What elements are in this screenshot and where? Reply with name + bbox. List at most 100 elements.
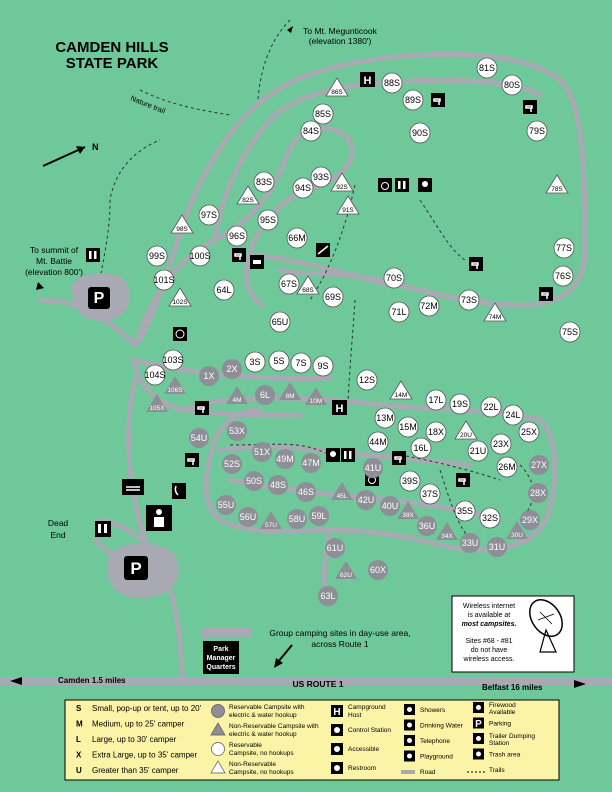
svg-text:Large, up to 30' camper: Large, up to 30' camper [92, 735, 177, 744]
svg-text:Telephone: Telephone [420, 738, 450, 745]
camden-arrow [10, 677, 22, 685]
svg-text:25X: 25X [521, 427, 537, 437]
svg-text:electric & water hookup: electric & water hookup [229, 712, 297, 719]
campsite-58U: 58U [287, 509, 307, 529]
campsite-12S: 12S [356, 369, 378, 391]
svg-text:18X: 18X [428, 427, 444, 437]
campsite-90S: 90S [409, 122, 431, 144]
map-title-line2: STATE PARK [66, 55, 159, 72]
legend-trails-icon: Trails [467, 767, 505, 774]
legend-road-icon: Road [401, 769, 436, 776]
campsite-82S: 82S [236, 185, 260, 205]
legend-showers-icon: Showers [404, 704, 446, 715]
campsite-20U: 20U [454, 420, 478, 440]
campsite-89S: 89S [402, 89, 424, 111]
campsite-78S: 78S [545, 174, 569, 194]
campsite-42U: 42U [356, 490, 376, 510]
campsite-6L: 6L [255, 385, 275, 405]
svg-text:Greater than 35' camper: Greater than 35' camper [92, 766, 179, 775]
svg-text:64L: 64L [216, 285, 231, 295]
svg-text:N: N [92, 142, 99, 152]
svg-text:106S: 106S [167, 387, 183, 394]
svg-text:L: L [76, 735, 81, 744]
svg-text:electric & water hookup: electric & water hookup [229, 731, 297, 738]
campsite-101S: 101S [153, 269, 175, 291]
campsite-21U: 21U [467, 440, 489, 462]
campsite-75S: 75S [559, 321, 581, 343]
legend-drinking-water-icon: Drinking Water [404, 719, 464, 731]
campsite-91S: 91S [336, 195, 360, 215]
campsite-41U: 41U [363, 458, 383, 478]
dead-end-label-2: End [50, 530, 65, 540]
wireless-box: Wireless internet is available at most c… [451, 595, 575, 673]
svg-text:38X: 38X [402, 512, 414, 519]
campsite-48S: 48S [268, 475, 288, 495]
svg-text:13M: 13M [376, 413, 394, 423]
svg-text:29X: 29X [522, 515, 538, 525]
campsite-14M: 14M [389, 380, 413, 400]
svg-text:16L: 16L [413, 443, 428, 453]
playground-icon [316, 243, 330, 257]
legend-trash-icon: Trash area [473, 748, 521, 760]
campsite-64L: 64L [213, 279, 235, 301]
campsite-31U: 31U [487, 537, 507, 557]
legend-control-station-icon: Control Station [331, 724, 391, 736]
svg-text:55U: 55U [218, 500, 235, 510]
megunticook-label: To Mt. Megunticook (elevation 1380') [287, 26, 378, 46]
svg-text:22L: 22L [483, 402, 498, 412]
host-icon: H [332, 400, 347, 415]
campsite-77S: 77S [553, 237, 575, 259]
campsite-103S: 103S [162, 349, 184, 371]
svg-text:40U: 40U [382, 501, 399, 511]
campsite-39S: 39S [399, 470, 421, 492]
svg-text:46S: 46S [298, 487, 314, 497]
svg-text:Trails: Trails [489, 767, 505, 774]
control-station-icon [146, 505, 172, 531]
campsite-80S: 80S [501, 74, 523, 96]
campsite-63L: 63L [318, 586, 338, 606]
svg-text:do not have: do not have [471, 647, 508, 654]
campsite-52S: 52S [222, 454, 242, 474]
svg-text:67S: 67S [281, 279, 297, 289]
svg-text:27X: 27X [531, 460, 547, 470]
svg-text:61U: 61U [327, 543, 344, 553]
campsite-105X: 105X [146, 394, 168, 412]
campsite-86S: 86S [325, 77, 349, 97]
svg-text:12S: 12S [359, 375, 375, 385]
svg-text:103S: 103S [162, 355, 183, 365]
camden-label: Camden 1.5 miles [58, 676, 126, 685]
svg-text:Sites #68 - #81: Sites #68 - #81 [465, 638, 512, 645]
svg-text:Wireless internet: Wireless internet [463, 603, 515, 610]
campsite-71L: 71L [388, 301, 410, 323]
campsite-57U: 57U [260, 511, 282, 529]
campsite-7S: 7S [290, 352, 312, 374]
svg-text:50S: 50S [246, 476, 262, 486]
svg-text:33U: 33U [462, 538, 479, 548]
svg-text:Quarters: Quarters [206, 664, 235, 671]
host-icon: H [360, 72, 375, 87]
campsite-59L: 59L [309, 506, 329, 526]
svg-text:89S: 89S [405, 95, 421, 105]
campsite-93S: 93S [310, 166, 332, 188]
svg-text:75S: 75S [562, 327, 578, 337]
svg-text:32S: 32S [482, 513, 498, 523]
svg-text:Host: Host [348, 712, 362, 719]
drinking-water-icon [469, 257, 483, 271]
svg-text:P: P [130, 559, 141, 578]
svg-text:72M: 72M [420, 301, 438, 311]
drinking-water-icon [523, 100, 537, 114]
svg-text:Campsite, no hookups: Campsite, no hookups [229, 769, 294, 776]
svg-text:31U: 31U [489, 542, 506, 552]
svg-text:To summit of: To summit of [30, 245, 79, 255]
svg-text:Manager: Manager [207, 655, 236, 662]
svg-text:96S: 96S [229, 231, 245, 241]
svg-text:102S: 102S [172, 299, 188, 306]
svg-text:100S: 100S [189, 251, 210, 261]
svg-text:57U: 57U [265, 522, 277, 529]
campsite-18X: 18X [425, 421, 447, 443]
